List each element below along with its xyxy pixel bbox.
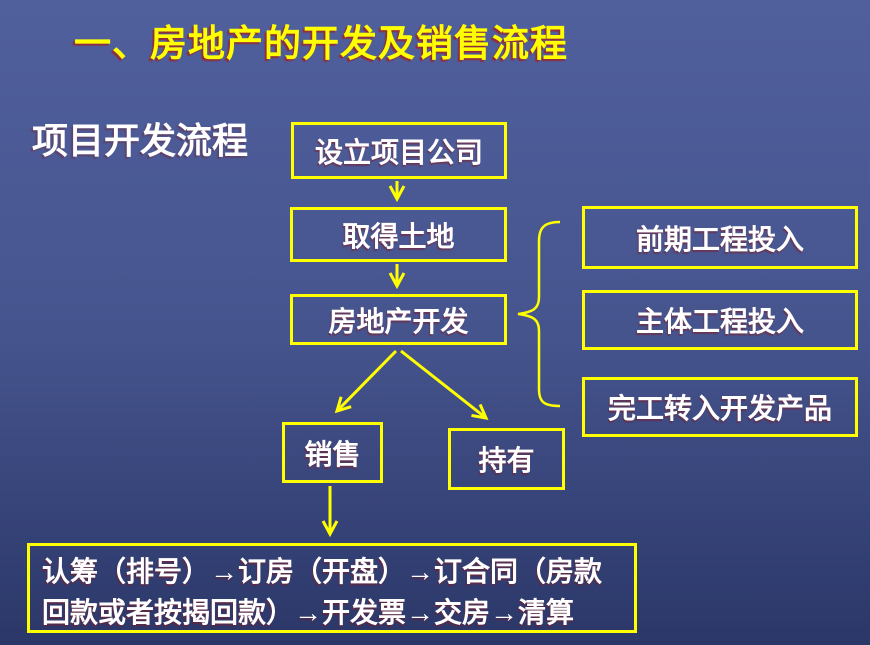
node-development: 房地产开发 [290, 294, 507, 345]
node-acquire-land: 取得土地 [290, 207, 507, 262]
node-hold: 持有 [448, 428, 565, 490]
node-development-label: 房地产开发 [328, 305, 469, 337]
section-label: 项目开发流程 [32, 120, 249, 161]
node-hold-label: 持有 [478, 445, 535, 476]
node-completion-transfer: 完工转入开发产品 [582, 377, 858, 437]
node-pre-engineering-label: 前期工程投入 [635, 223, 804, 255]
sales-process-line-2: 回款或者按揭回款）→开发票→交房→清算 [42, 597, 575, 628]
left-curly-brace [517, 220, 561, 408]
node-acquire-land-label: 取得土地 [342, 220, 455, 252]
node-setup-company: 设立项目公司 [291, 122, 507, 179]
node-sales-label: 销售 [304, 438, 361, 470]
node-main-engineering-label: 主体工程投入 [635, 306, 804, 337]
node-completion-transfer-label: 完工转入开发产品 [607, 393, 832, 424]
slide-title: 一、房地产的开发及销售流程 [74, 23, 568, 64]
arrow-development-to-sales [337, 349, 398, 411]
arrow-development-to-hold [400, 349, 486, 418]
node-main-engineering: 主体工程投入 [582, 290, 858, 350]
node-pre-engineering: 前期工程投入 [582, 206, 858, 269]
node-setup-company-label: 设立项目公司 [314, 136, 483, 168]
node-sales: 销售 [282, 422, 383, 483]
node-sales-process: 认筹（排号）→订房（开盘）→订合同（房款 回款或者按揭回款）→开发票→交房→清算 [27, 543, 637, 633]
sales-process-line-1: 认筹（排号）→订房（开盘）→订合同（房款 [42, 556, 603, 587]
